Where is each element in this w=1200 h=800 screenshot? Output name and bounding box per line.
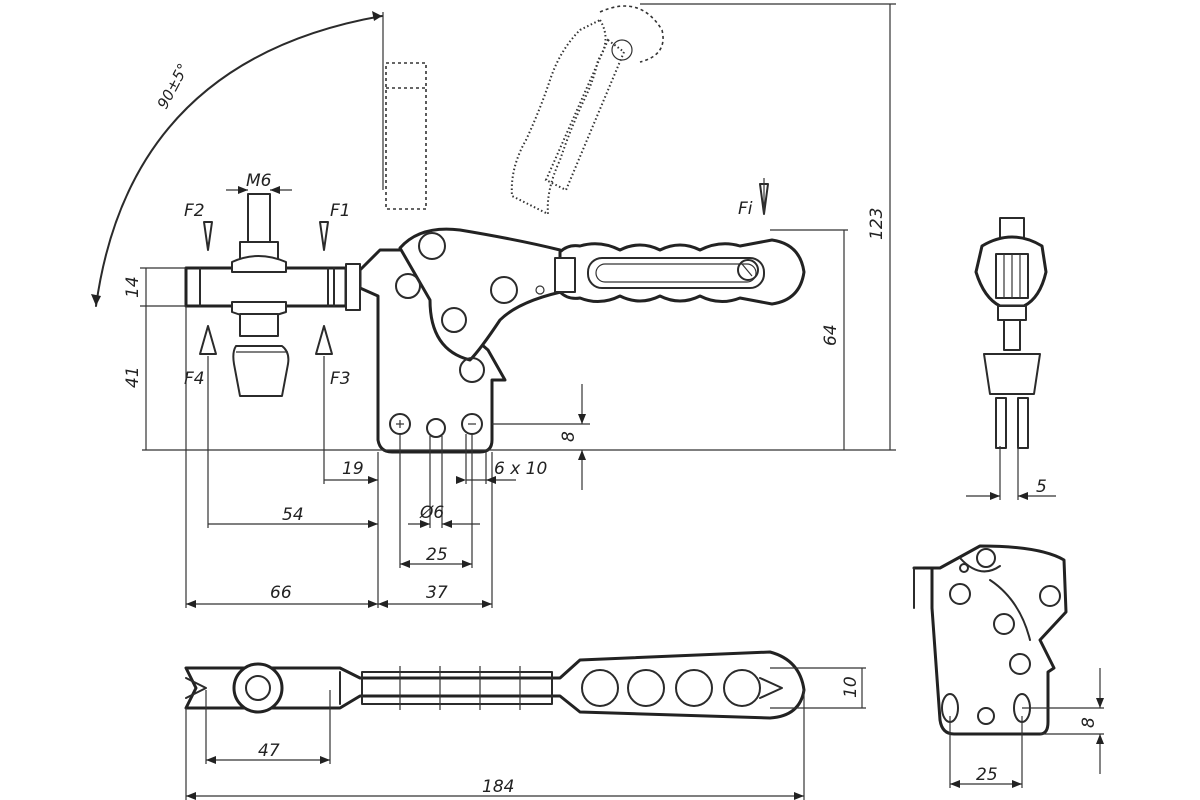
dim-5: 5 xyxy=(1036,477,1047,497)
dim-14: 14 xyxy=(123,276,143,298)
dim-angle: 90±5° xyxy=(154,60,193,111)
dimension-lines-side xyxy=(140,3,896,608)
force-label-f1: F1 xyxy=(330,201,351,221)
dim-41: 41 xyxy=(123,366,143,388)
dim-25-base: 25 xyxy=(976,765,998,785)
force-label-f4: F4 xyxy=(184,369,205,389)
force-label-f3: F3 xyxy=(330,369,351,389)
dim-64: 64 xyxy=(821,324,841,346)
base-plate-detail xyxy=(912,544,1104,788)
handle-grip xyxy=(554,238,806,306)
force-arrows xyxy=(199,178,769,355)
dim-19: 19 xyxy=(342,459,364,479)
dim-37: 37 xyxy=(426,583,448,603)
dim-8-side: 8 xyxy=(559,431,579,442)
clamp-base-body xyxy=(358,248,507,454)
clamp-arm xyxy=(184,263,361,311)
open-handle-ghost xyxy=(510,5,664,216)
open-arm-ghost xyxy=(385,62,427,210)
dim-25: 25 xyxy=(426,545,448,565)
dim-10: 10 xyxy=(841,676,861,698)
force-label-f2: F2 xyxy=(184,201,205,221)
dim-47: 47 xyxy=(258,741,280,761)
front-view xyxy=(966,217,1056,500)
clamp-link-plate xyxy=(395,227,572,383)
top-view xyxy=(184,650,866,800)
dim-thread-m6: M6 xyxy=(246,171,272,191)
force-label-fi: Fi xyxy=(738,199,753,219)
dim-66: 66 xyxy=(270,583,292,603)
dim-54: 54 xyxy=(282,505,304,525)
dim-8-base: 8 xyxy=(1079,717,1099,728)
dim-184: 184 xyxy=(482,777,514,797)
dim-hole-diameter: Ø6 xyxy=(419,503,444,523)
dim-6x10: 6 x 10 xyxy=(494,459,547,479)
open-position-arc xyxy=(91,11,384,307)
dim-123: 123 xyxy=(867,208,887,240)
spindle-assembly xyxy=(231,193,290,397)
